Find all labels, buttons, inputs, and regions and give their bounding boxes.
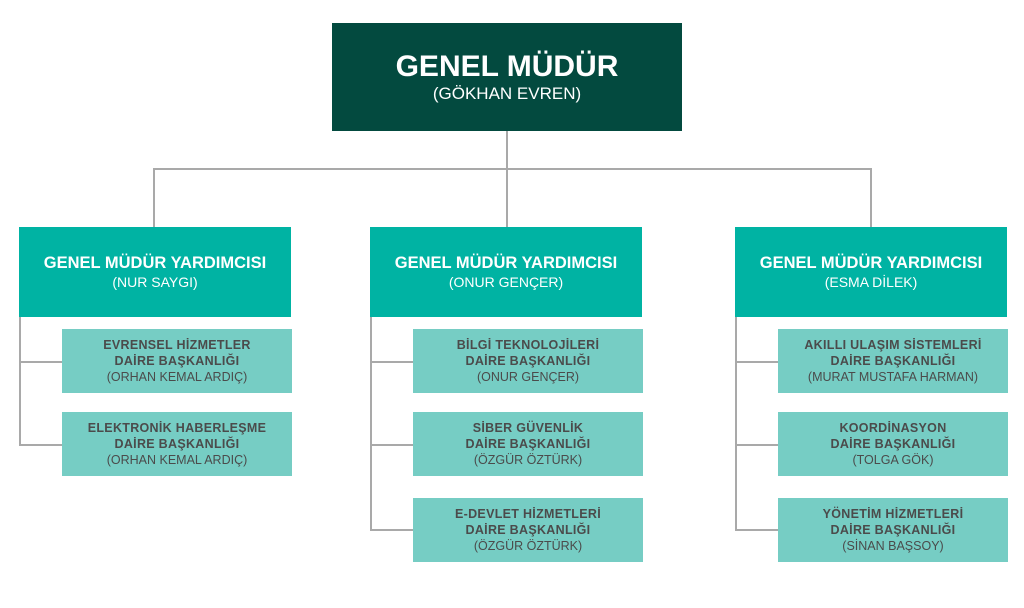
unit-box: BİLGİ TEKNOLOJİLERİ DAİRE BAŞKANLIĞI (ON… xyxy=(413,329,643,393)
deputy-name: (ESMA DİLEK) xyxy=(824,274,918,290)
unit-title-line-2: DAİRE BAŞKANLIĞI xyxy=(830,354,956,368)
unit-head-name: (ORHAN KEMAL ARDIÇ) xyxy=(106,370,248,384)
unit-title-line-1: ELEKTRONİK HABERLEŞME xyxy=(87,421,267,435)
unit-title-line-1: AKILLI ULAŞIM SİSTEMLERİ xyxy=(804,338,982,352)
unit-title-line-2: DAİRE BAŞKANLIĞI xyxy=(114,437,240,451)
connector-root-down xyxy=(506,131,508,169)
unit-head-name: (MURAT MUSTAFA HARMAN) xyxy=(807,370,979,384)
connector-left-down xyxy=(153,168,155,227)
unit-head-name: (ONUR GENÇER) xyxy=(476,370,580,384)
connector-center-unit-1 xyxy=(370,361,413,363)
connector-right-unit-1 xyxy=(735,361,778,363)
unit-head-name: (SİNAN BAŞSOY) xyxy=(842,539,944,553)
unit-title-line-2: DAİRE BAŞKANLIĞI xyxy=(114,354,240,368)
unit-box: SİBER GÜVENLİK DAİRE BAŞKANLIĞI (ÖZGÜR Ö… xyxy=(413,412,643,476)
unit-head-name: (TOLGA GÖK) xyxy=(852,453,934,467)
general-manager-title: GENEL MÜDÜR xyxy=(395,50,619,83)
unit-title-line-2: DAİRE BAŞKANLIĞI xyxy=(465,354,591,368)
unit-title-line-1: BİLGİ TEKNOLOJİLERİ xyxy=(456,338,600,352)
connector-left-unit-2 xyxy=(19,444,62,446)
connector-left-unit-1 xyxy=(19,361,62,363)
unit-box: EVRENSEL HİZMETLER DAİRE BAŞKANLIĞI (ORH… xyxy=(62,329,292,393)
unit-title-line-2: DAİRE BAŞKANLIĞI xyxy=(830,437,956,451)
deputy-name: (NUR SAYGI) xyxy=(112,274,198,290)
deputy-name: (ONUR GENÇER) xyxy=(448,274,564,290)
connector-left-spine xyxy=(19,316,21,446)
unit-title-line-1: EVRENSEL HİZMETLER xyxy=(103,338,251,352)
deputy-box-right: GENEL MÜDÜR YARDIMCISI (ESMA DİLEK) xyxy=(735,227,1007,317)
unit-box: E-DEVLET HİZMETLERİ DAİRE BAŞKANLIĞI (ÖZ… xyxy=(413,498,643,562)
connector-right-spine xyxy=(735,316,737,531)
unit-title-line-2: DAİRE BAŞKANLIĞI xyxy=(465,523,591,537)
connector-right-unit-2 xyxy=(735,444,778,446)
unit-title-line-2: DAİRE BAŞKANLIĞI xyxy=(830,523,956,537)
unit-title-line-1: SİBER GÜVENLİK xyxy=(472,421,584,435)
connector-center-unit-2 xyxy=(370,444,413,446)
deputy-title: GENEL MÜDÜR YARDIMCISI xyxy=(394,254,618,272)
unit-title-line-1: KOORDİNASYON xyxy=(839,421,947,435)
deputy-title: GENEL MÜDÜR YARDIMCISI xyxy=(43,254,267,272)
unit-head-name: (ORHAN KEMAL ARDIÇ) xyxy=(106,453,248,467)
unit-head-name: (ÖZGÜR ÖZTÜRK) xyxy=(473,539,583,553)
unit-head-name: (ÖZGÜR ÖZTÜRK) xyxy=(473,453,583,467)
general-manager-box: GENEL MÜDÜR (GÖKHAN EVREN) xyxy=(332,23,682,131)
connector-center-down xyxy=(506,168,508,227)
unit-box: ELEKTRONİK HABERLEŞME DAİRE BAŞKANLIĞI (… xyxy=(62,412,292,476)
unit-box: YÖNETİM HİZMETLERİ DAİRE BAŞKANLIĞI (SİN… xyxy=(778,498,1008,562)
connector-right-down xyxy=(870,168,872,227)
unit-box: KOORDİNASYON DAİRE BAŞKANLIĞI (TOLGA GÖK… xyxy=(778,412,1008,476)
deputy-title: GENEL MÜDÜR YARDIMCISI xyxy=(759,254,983,272)
general-manager-name: (GÖKHAN EVREN) xyxy=(432,84,582,103)
connector-center-unit-3 xyxy=(370,529,413,531)
deputy-box-center: GENEL MÜDÜR YARDIMCISI (ONUR GENÇER) xyxy=(370,227,642,317)
connector-center-spine xyxy=(370,316,372,531)
deputy-box-left: GENEL MÜDÜR YARDIMCISI (NUR SAYGI) xyxy=(19,227,291,317)
connector-right-unit-3 xyxy=(735,529,778,531)
unit-title-line-1: E-DEVLET HİZMETLERİ xyxy=(455,507,601,521)
unit-title-line-2: DAİRE BAŞKANLIĞI xyxy=(465,437,591,451)
connector-horizontal xyxy=(153,168,872,170)
unit-title-line-1: YÖNETİM HİZMETLERİ xyxy=(822,507,964,521)
unit-box: AKILLI ULAŞIM SİSTEMLERİ DAİRE BAŞKANLIĞ… xyxy=(778,329,1008,393)
